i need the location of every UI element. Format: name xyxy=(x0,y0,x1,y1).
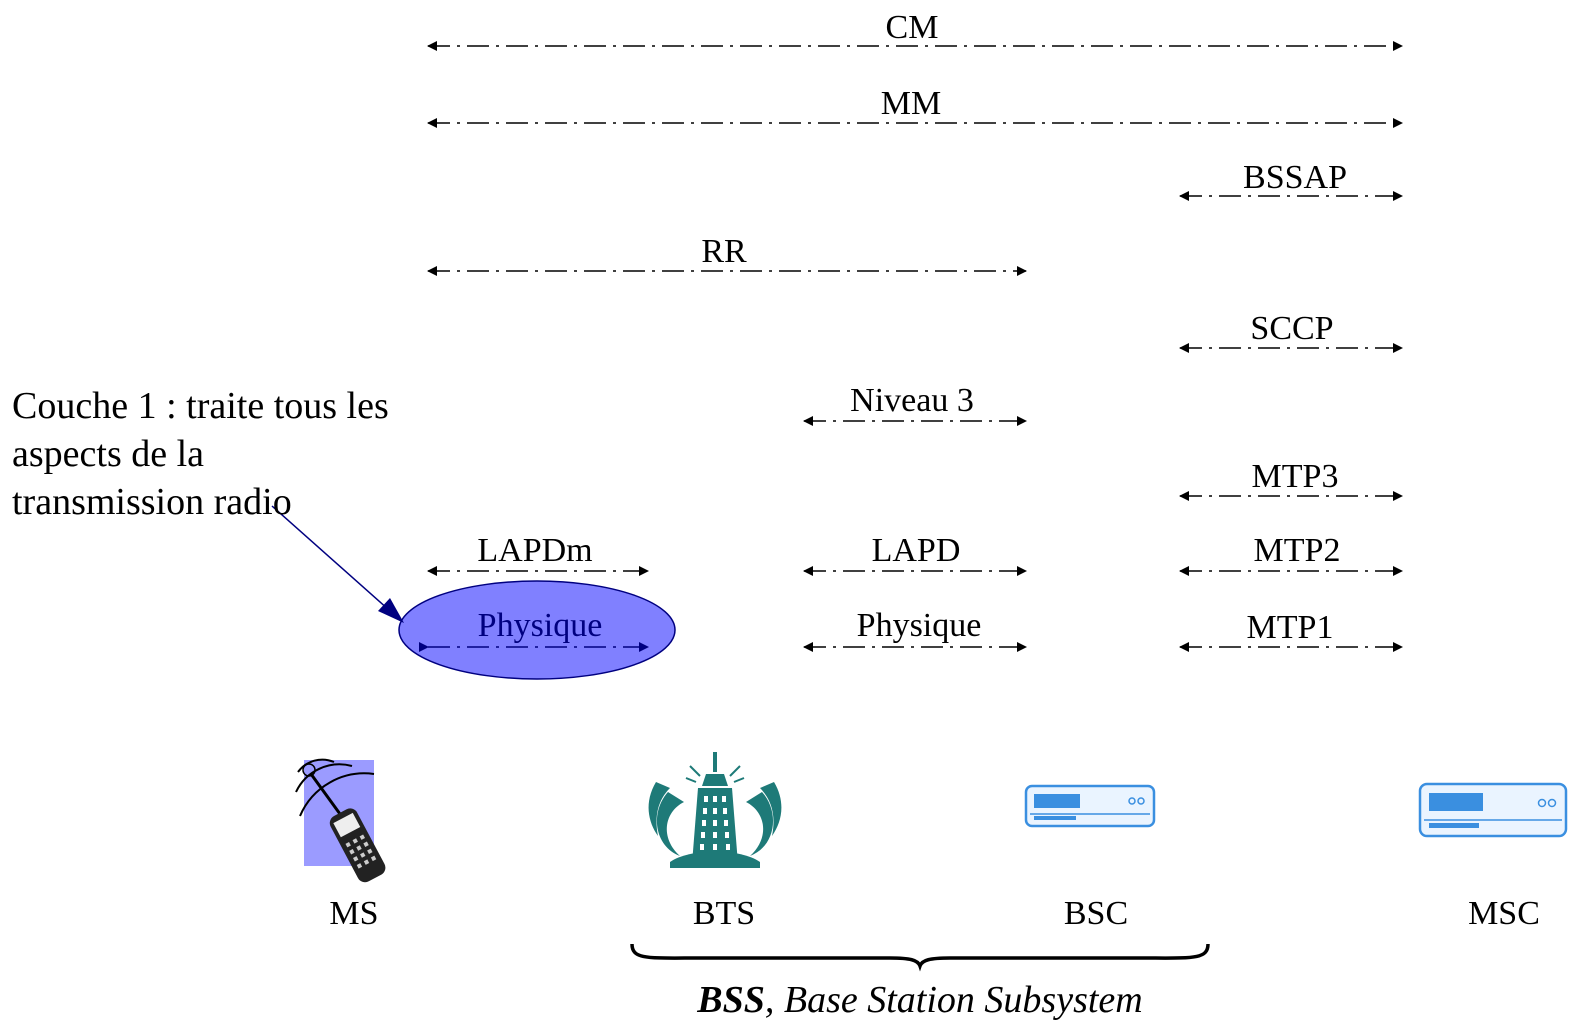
lapdm-label: LAPDm xyxy=(477,532,592,569)
bssap-protocol: BSSAP xyxy=(1179,159,1403,201)
bssap-label: BSSAP xyxy=(1243,159,1347,196)
rr-protocol: RR xyxy=(427,233,1027,276)
annotation-line-2: aspects de la xyxy=(12,433,205,475)
bss-full-name: , Base Station Subsystem xyxy=(765,979,1143,1021)
node-label-bsc: BSC xyxy=(1064,895,1128,932)
node-label-msc: MSC xyxy=(1468,895,1540,932)
physique-bts-label: Physique xyxy=(857,607,982,644)
mtp1-protocol: MTP1 xyxy=(1179,609,1403,652)
mobile-phone-icon xyxy=(295,758,386,883)
lapd-label: LAPD xyxy=(872,532,961,569)
base-station-tower-icon xyxy=(648,752,782,868)
bss-caption: BSS, Base Station Subsystem xyxy=(696,979,1142,1021)
mtp2-protocol: MTP2 xyxy=(1179,532,1403,576)
mtp1-label: MTP1 xyxy=(1247,609,1334,646)
sccp-protocol: SCCP xyxy=(1179,310,1403,353)
physique-bts-protocol: Physique xyxy=(803,607,1027,652)
node-label-bts: BTS xyxy=(693,895,755,932)
mm-protocol: MM xyxy=(427,85,1403,128)
node-label-ms: MS xyxy=(329,895,378,932)
niveau3-label: Niveau 3 xyxy=(850,382,974,419)
bss-acronym: BSS xyxy=(696,979,765,1021)
mtp2-label: MTP2 xyxy=(1254,532,1341,569)
server-unit-icon xyxy=(1024,784,1156,828)
bss-brace xyxy=(630,943,1210,972)
lapdm-protocol: LAPDm xyxy=(427,532,649,576)
annotation-line-1: Couche 1 : traite tous les xyxy=(12,385,389,427)
physique-ms-label: Physique xyxy=(478,607,603,644)
annotation-pointer-arrow xyxy=(271,505,404,623)
annotation-line-3: transmission radio xyxy=(12,481,292,523)
layer1-annotation: Couche 1 : traite tous les aspects de la… xyxy=(12,382,452,526)
mtp3-protocol: MTP3 xyxy=(1179,458,1403,501)
physique-ms-protocol: Physique xyxy=(398,580,676,680)
physique-highlight-ellipse xyxy=(398,580,676,680)
lapd-protocol: LAPD xyxy=(803,532,1027,576)
cm-protocol: CM xyxy=(427,9,1403,51)
mtp3-label: MTP3 xyxy=(1252,458,1339,495)
cm-label: CM xyxy=(886,9,939,46)
server-unit-icon xyxy=(1418,782,1568,838)
sccp-label: SCCP xyxy=(1250,310,1333,347)
mm-label: MM xyxy=(881,85,941,122)
rr-label: RR xyxy=(701,233,747,270)
niveau3-protocol: Niveau 3 xyxy=(803,382,1027,426)
